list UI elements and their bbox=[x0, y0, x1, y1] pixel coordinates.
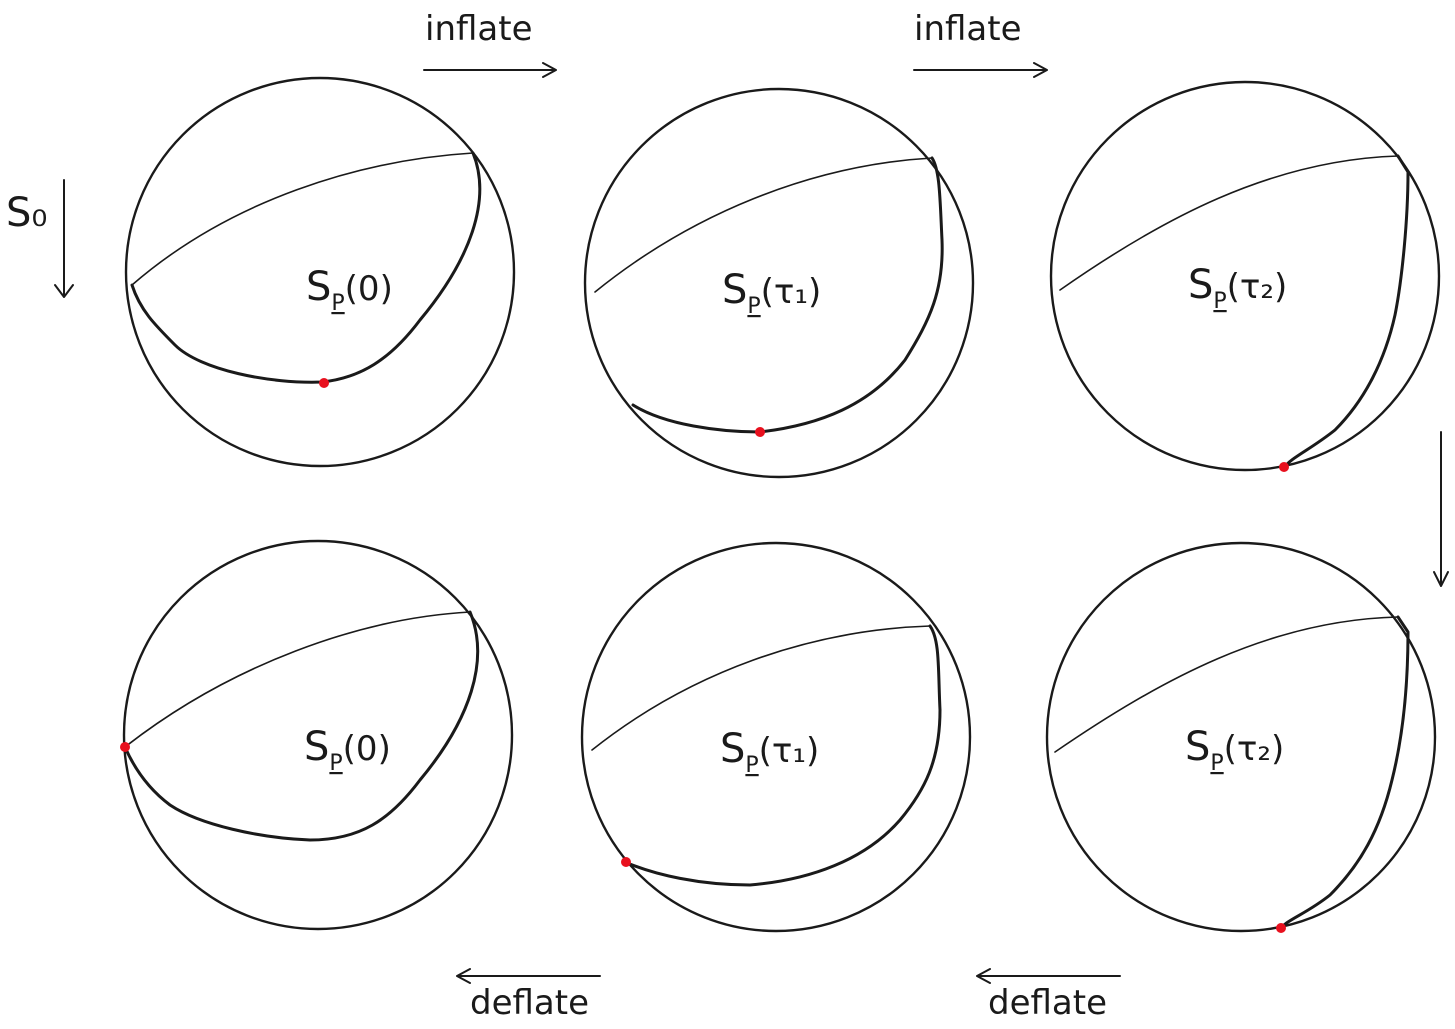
region-label: SP(τ₁) bbox=[722, 267, 821, 319]
upper-boundary-curve bbox=[1054, 616, 1399, 753]
panel-bottom-1: SP(0) bbox=[120, 539, 514, 931]
inflate-arrow-1 bbox=[423, 62, 557, 78]
deflate-label-1: deflate bbox=[470, 983, 589, 1023]
region-boundary-curve bbox=[1282, 154, 1410, 470]
transition-down-arrow bbox=[1433, 431, 1449, 587]
region-boundary-curve bbox=[631, 156, 944, 434]
deflate-arrow-2 bbox=[976, 968, 1121, 984]
region-label: SP(τ₂) bbox=[1185, 724, 1284, 776]
upper-boundary-curve bbox=[124, 611, 471, 748]
upper-boundary-curve bbox=[1059, 155, 1399, 291]
panel-top-3: SP(τ₂) bbox=[1049, 80, 1441, 472]
region-boundary-curve bbox=[623, 624, 942, 887]
sphere-outline bbox=[1045, 541, 1437, 933]
region-boundary-curve bbox=[130, 151, 482, 384]
inflate-label-2: inflate bbox=[914, 9, 1022, 49]
inflate-arrow-2 bbox=[913, 62, 1048, 78]
deflate-arrow-1 bbox=[456, 968, 601, 984]
upper-boundary-curve bbox=[131, 152, 474, 286]
region-label: SP(τ₂) bbox=[1188, 262, 1287, 314]
sphere-outline bbox=[580, 541, 972, 933]
region-boundary-curve bbox=[123, 610, 480, 842]
marker-point bbox=[621, 857, 631, 867]
sphere-outline bbox=[122, 539, 514, 931]
region-label: SP(0) bbox=[304, 724, 391, 776]
region-label: SP(0) bbox=[306, 264, 393, 316]
marker-point bbox=[755, 427, 765, 437]
s0-arrow bbox=[54, 179, 74, 298]
marker-point bbox=[1279, 462, 1289, 472]
panel-bottom-3: SP(τ₂) bbox=[1045, 541, 1437, 933]
deflate-label-2: deflate bbox=[988, 983, 1107, 1023]
upper-boundary-curve bbox=[591, 625, 931, 751]
upper-boundary-curve bbox=[594, 157, 933, 293]
marker-point bbox=[1276, 923, 1286, 933]
sphere-outline bbox=[583, 87, 975, 479]
sphere-outline bbox=[1049, 80, 1441, 472]
inflate-label-1: inflate bbox=[425, 9, 533, 49]
sphere-outline bbox=[124, 76, 516, 468]
marker-point bbox=[120, 742, 130, 752]
region-boundary-curve bbox=[1278, 615, 1410, 932]
panel-bottom-2: SP(τ₁) bbox=[580, 541, 972, 933]
marker-point bbox=[319, 378, 329, 388]
s0-label: S₀ bbox=[6, 190, 47, 236]
region-label: SP(τ₁) bbox=[720, 726, 819, 778]
panel-top-1: SP(0) bbox=[124, 76, 516, 468]
panel-top-2: SP(τ₁) bbox=[583, 87, 975, 479]
